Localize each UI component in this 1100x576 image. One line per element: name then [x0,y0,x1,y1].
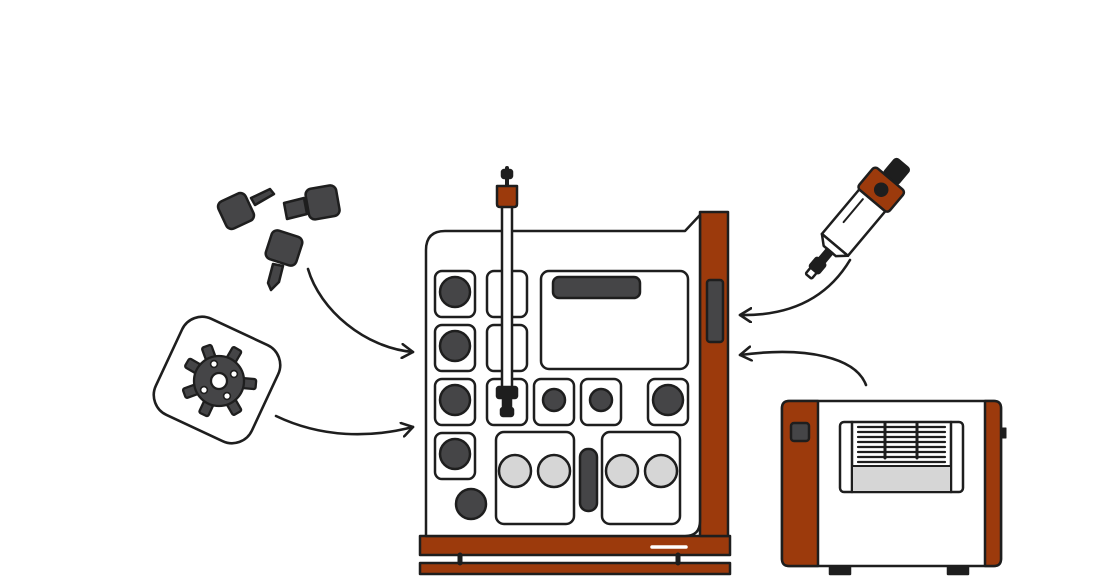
left-buttons [433,269,488,521]
chromatography-system-icon [418,166,732,576]
connection-arrows [274,258,868,434]
system-base [418,534,732,576]
arrow-column-to-system [738,258,852,315]
mounted-column [495,166,519,418]
rotary-valve-icon [152,315,282,445]
arrow-collector-to-system [738,352,868,387]
arrow-valve-to-system [274,414,415,434]
side-slot [705,278,725,344]
fittings-icon [216,184,341,292]
arrow-fittings-to-system [306,267,415,352]
system-side-panel [698,210,730,538]
pump-heads [494,430,682,526]
fraction-collector-icon [780,399,1007,576]
column-icon [804,157,910,280]
